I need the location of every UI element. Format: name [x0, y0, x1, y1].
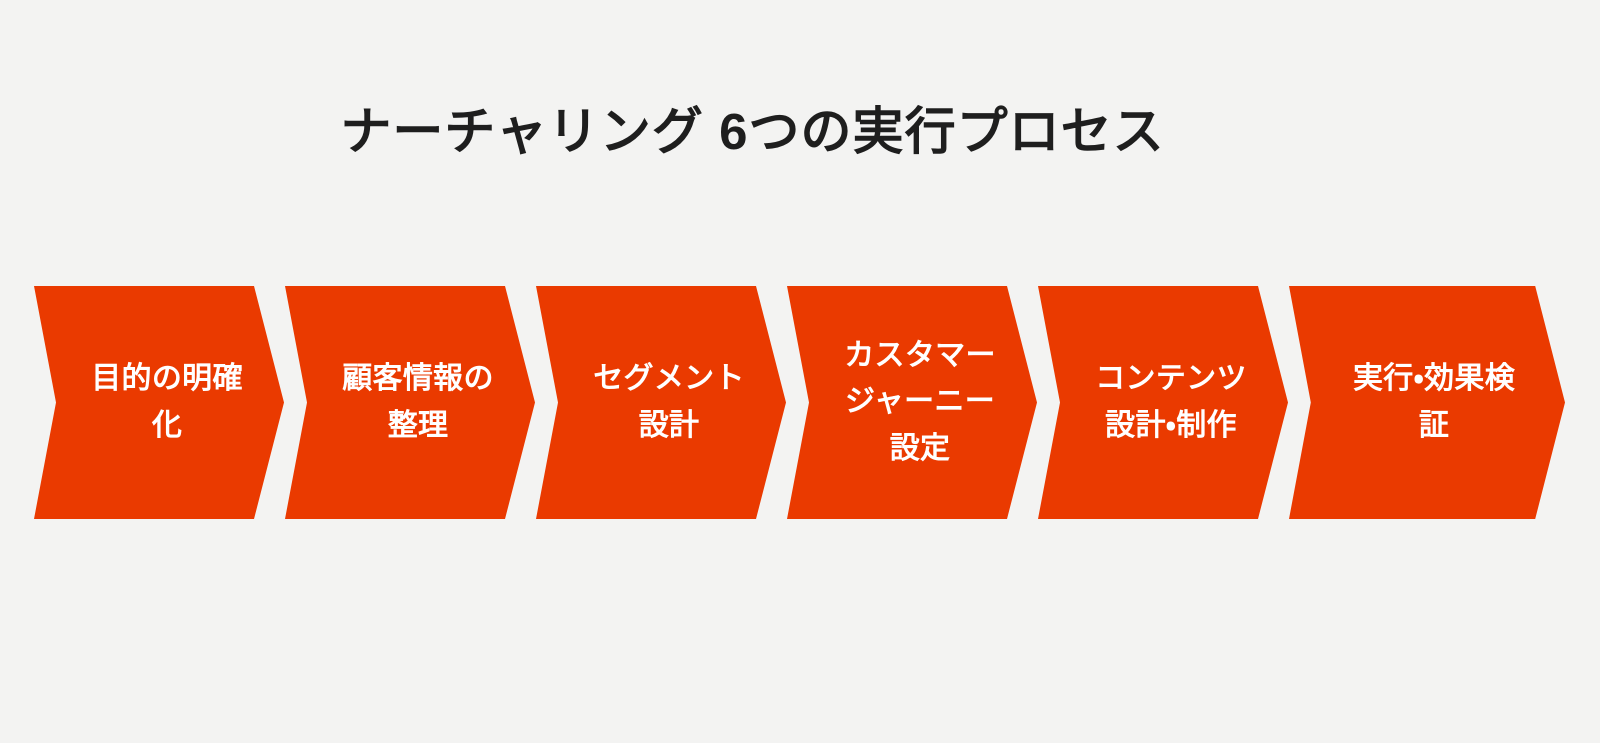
process-step-6-label: 実行・効果検証 — [1353, 362, 1515, 442]
process-step-3-label: セグメント設計 — [593, 362, 745, 442]
process-chevron-row: 目的の明確化 顧客情報の整理 セグメント設計 カスタマージャーニー設定 コンテン… — [0, 286, 1600, 519]
process-step-2[interactable]: 顧客情報の整理 — [285, 286, 535, 519]
process-step-2-label: 顧客情報の整理 — [342, 362, 494, 442]
process-step-4[interactable]: カスタマージャーニー設定 — [787, 286, 1037, 519]
process-step-1-label: 目的の明確化 — [91, 362, 243, 442]
page-title: ナーチャリング 6つの実行プロセス — [340, 103, 1165, 160]
process-step-5[interactable]: コンテンツ設計・制作 — [1038, 286, 1288, 519]
process-step-3[interactable]: セグメント設計 — [536, 286, 786, 519]
process-step-6[interactable]: 実行・効果検証 — [1289, 286, 1565, 519]
process-step-4-label: カスタマージャーニー設定 — [844, 338, 996, 465]
process-step-1[interactable]: 目的の明確化 — [34, 286, 284, 519]
process-step-5-label: コンテンツ設計・制作 — [1095, 362, 1247, 442]
